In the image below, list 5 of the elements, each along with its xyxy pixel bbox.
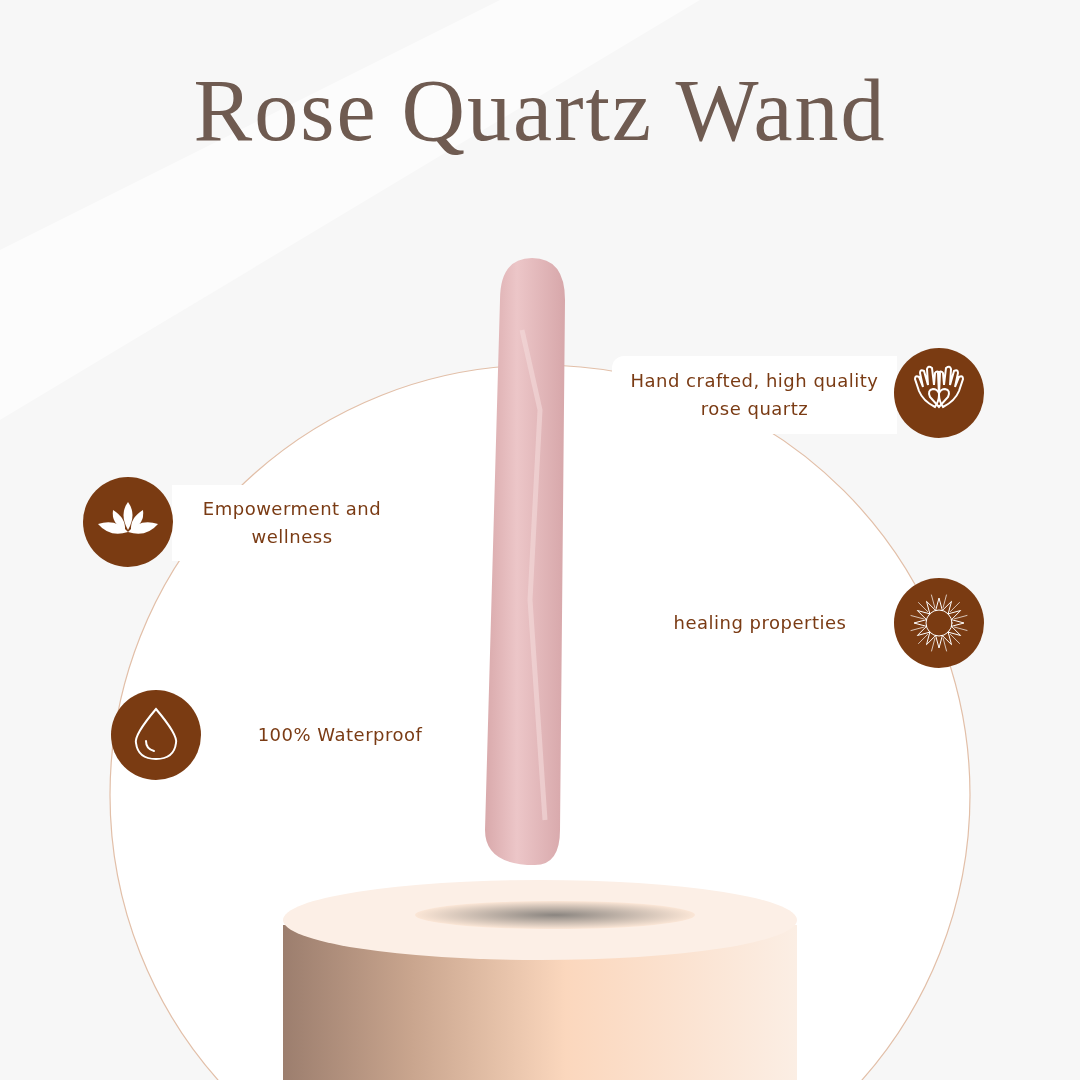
title: Rose Quartz Wand [192,61,888,161]
feature-text: Hand crafted, high quality rose quartz [629,369,880,421]
feature-text: Empowerment and wellness [201,497,383,549]
feature-text: healing properties [673,611,847,635]
feature-text: 100% Waterproof [257,723,423,747]
